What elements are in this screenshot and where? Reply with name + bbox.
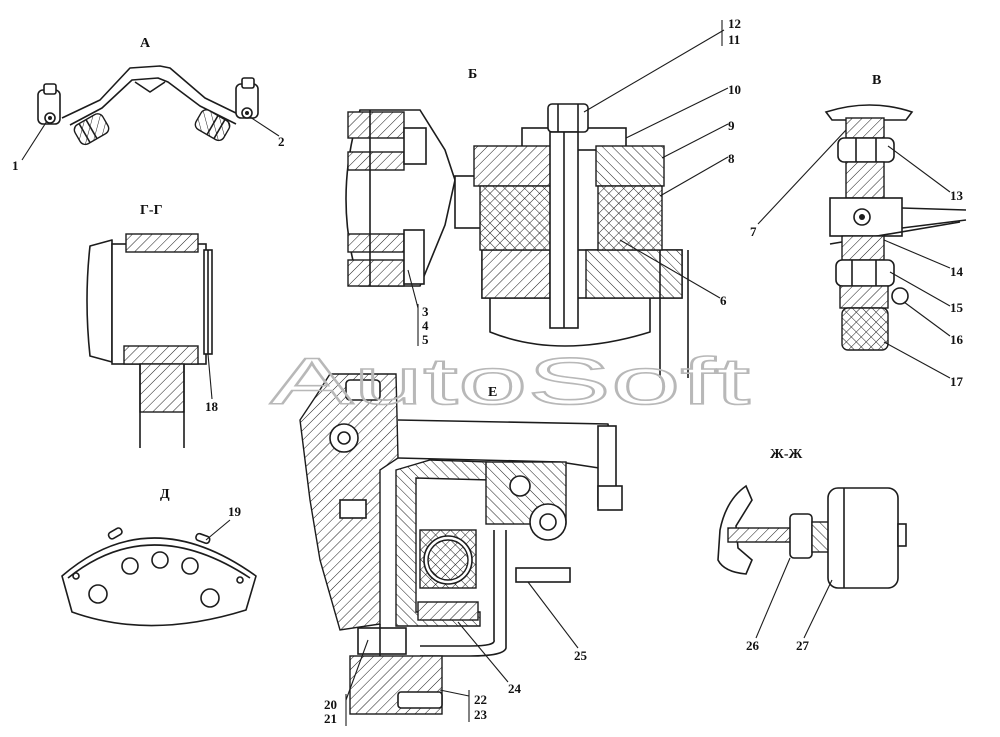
view-a bbox=[37, 65, 259, 146]
callout-3: 3 bbox=[422, 304, 429, 319]
callout-10: 10 bbox=[728, 82, 741, 97]
leader-7 bbox=[757, 129, 847, 225]
leader-27 bbox=[803, 579, 833, 639]
callout-24: 24 bbox=[508, 681, 522, 696]
callout-22: 22 bbox=[474, 692, 487, 707]
callout-25: 25 bbox=[574, 648, 588, 663]
callout-18: 18 bbox=[205, 399, 219, 414]
leader-22-23 bbox=[439, 689, 470, 697]
leader-8 bbox=[659, 156, 729, 197]
callout-1: 1 bbox=[12, 158, 19, 173]
callout-6: 6 bbox=[720, 293, 727, 308]
section-label-a: А bbox=[140, 36, 151, 51]
leader-16 bbox=[903, 301, 951, 337]
section-label-zh-zh: Ж-Ж bbox=[770, 447, 803, 462]
leader-19 bbox=[205, 519, 231, 541]
leader-2 bbox=[249, 116, 280, 137]
leader-6 bbox=[619, 239, 721, 299]
callout-15: 15 bbox=[950, 300, 964, 315]
callout-12: 12 bbox=[728, 16, 741, 31]
callout-17: 17 bbox=[950, 374, 964, 389]
view-g-g bbox=[86, 233, 213, 448]
leader-1 bbox=[21, 120, 48, 161]
leader-25 bbox=[527, 581, 579, 649]
callout-23: 23 bbox=[474, 707, 488, 722]
leader-11-12 bbox=[583, 29, 725, 113]
view-d bbox=[61, 527, 257, 627]
view-b bbox=[345, 103, 689, 378]
view-v bbox=[824, 104, 967, 351]
view-e bbox=[299, 373, 623, 715]
section-label-g-g: Г-Г bbox=[140, 203, 163, 218]
leader-10 bbox=[625, 87, 729, 139]
section-label-d: Д bbox=[160, 487, 170, 502]
leader-13 bbox=[887, 145, 951, 193]
section-label-e: Е bbox=[488, 385, 497, 400]
callout-9: 9 bbox=[728, 118, 735, 133]
callout-13: 13 bbox=[950, 188, 964, 203]
callout-11: 11 bbox=[728, 32, 740, 47]
callout-27: 27 bbox=[796, 638, 810, 653]
leader-9 bbox=[661, 123, 729, 159]
callout-4: 4 bbox=[422, 318, 429, 333]
leader-18 bbox=[207, 353, 213, 400]
callout-20: 20 bbox=[324, 697, 337, 712]
callout-8: 8 bbox=[728, 151, 735, 166]
leader-20-21 bbox=[345, 639, 369, 701]
callout-7: 7 bbox=[750, 224, 757, 239]
section-label-b: Б bbox=[468, 67, 477, 82]
leader-24 bbox=[457, 621, 509, 683]
section-label-v: В bbox=[872, 73, 881, 88]
callout-21: 21 bbox=[324, 711, 337, 726]
callout-16: 16 bbox=[950, 332, 964, 347]
leader-15 bbox=[889, 271, 951, 307]
callout-14: 14 bbox=[950, 264, 964, 279]
callout-19: 19 bbox=[228, 504, 242, 519]
watermark: AutoSoft bbox=[270, 344, 750, 418]
leader-3-5 bbox=[407, 269, 419, 309]
callout-26: 26 bbox=[746, 638, 760, 653]
callout-5: 5 bbox=[422, 332, 429, 347]
callout-2: 2 bbox=[278, 134, 285, 149]
leader-14 bbox=[883, 239, 951, 269]
leader-26 bbox=[755, 557, 791, 639]
view-zh-zh bbox=[717, 484, 907, 589]
leader-17 bbox=[883, 341, 951, 379]
